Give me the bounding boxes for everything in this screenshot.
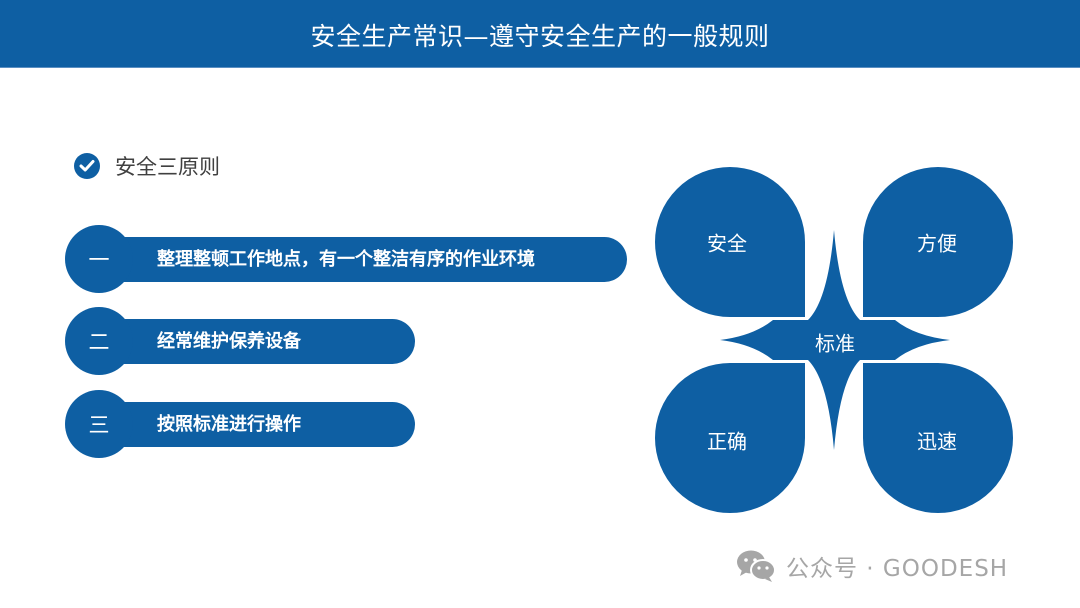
petal-label-top-left: 安全: [707, 231, 747, 256]
check-circle-icon: [74, 153, 100, 179]
petal-label-top-right: 方便: [917, 231, 957, 256]
section-title: 安全三原则: [115, 155, 220, 179]
petal-label-bottom-right: 迅速: [917, 429, 957, 454]
petal-bottom-left: [653, 361, 807, 515]
wechat-icon: [737, 550, 776, 582]
item-number: 二: [88, 330, 110, 354]
section-heading: 安全三原则: [74, 150, 220, 182]
watermark-text: 公众号 · GOODESH: [786, 556, 1009, 582]
page-title: 安全生产常识—遵守安全生产的一般规则: [310, 21, 770, 51]
petal-label-bottom-left: 正确: [707, 429, 747, 454]
petal-top-left: [653, 165, 807, 319]
item-number: 三: [88, 413, 110, 437]
item-text: 整理整顿工作地点，有一个整洁有序的作业环境: [157, 249, 535, 270]
item-number-badge: 二: [65, 307, 133, 375]
item-number-badge: 三: [65, 390, 133, 458]
item-bar: [95, 319, 415, 364]
item-number: 一: [88, 248, 110, 272]
item-bar: [95, 402, 415, 447]
item-number-badge: 一: [65, 225, 133, 293]
item-text: 按照标准进行操作: [157, 414, 301, 435]
petal-top-right: [861, 165, 1015, 319]
item-text: 经常维护保养设备: [157, 331, 301, 352]
petal-bottom-right: [861, 361, 1015, 515]
center-label: 标准: [815, 331, 855, 356]
item-bar: [95, 237, 627, 282]
center-star-shape: [720, 230, 950, 450]
watermark: 公众号 · GOODESH: [736, 548, 1008, 584]
header-bar: 安全生产常识—遵守安全生产的一般规则: [0, 0, 1080, 68]
clover-diagram: 安全 方便 正确 迅速 标准: [640, 150, 1030, 530]
